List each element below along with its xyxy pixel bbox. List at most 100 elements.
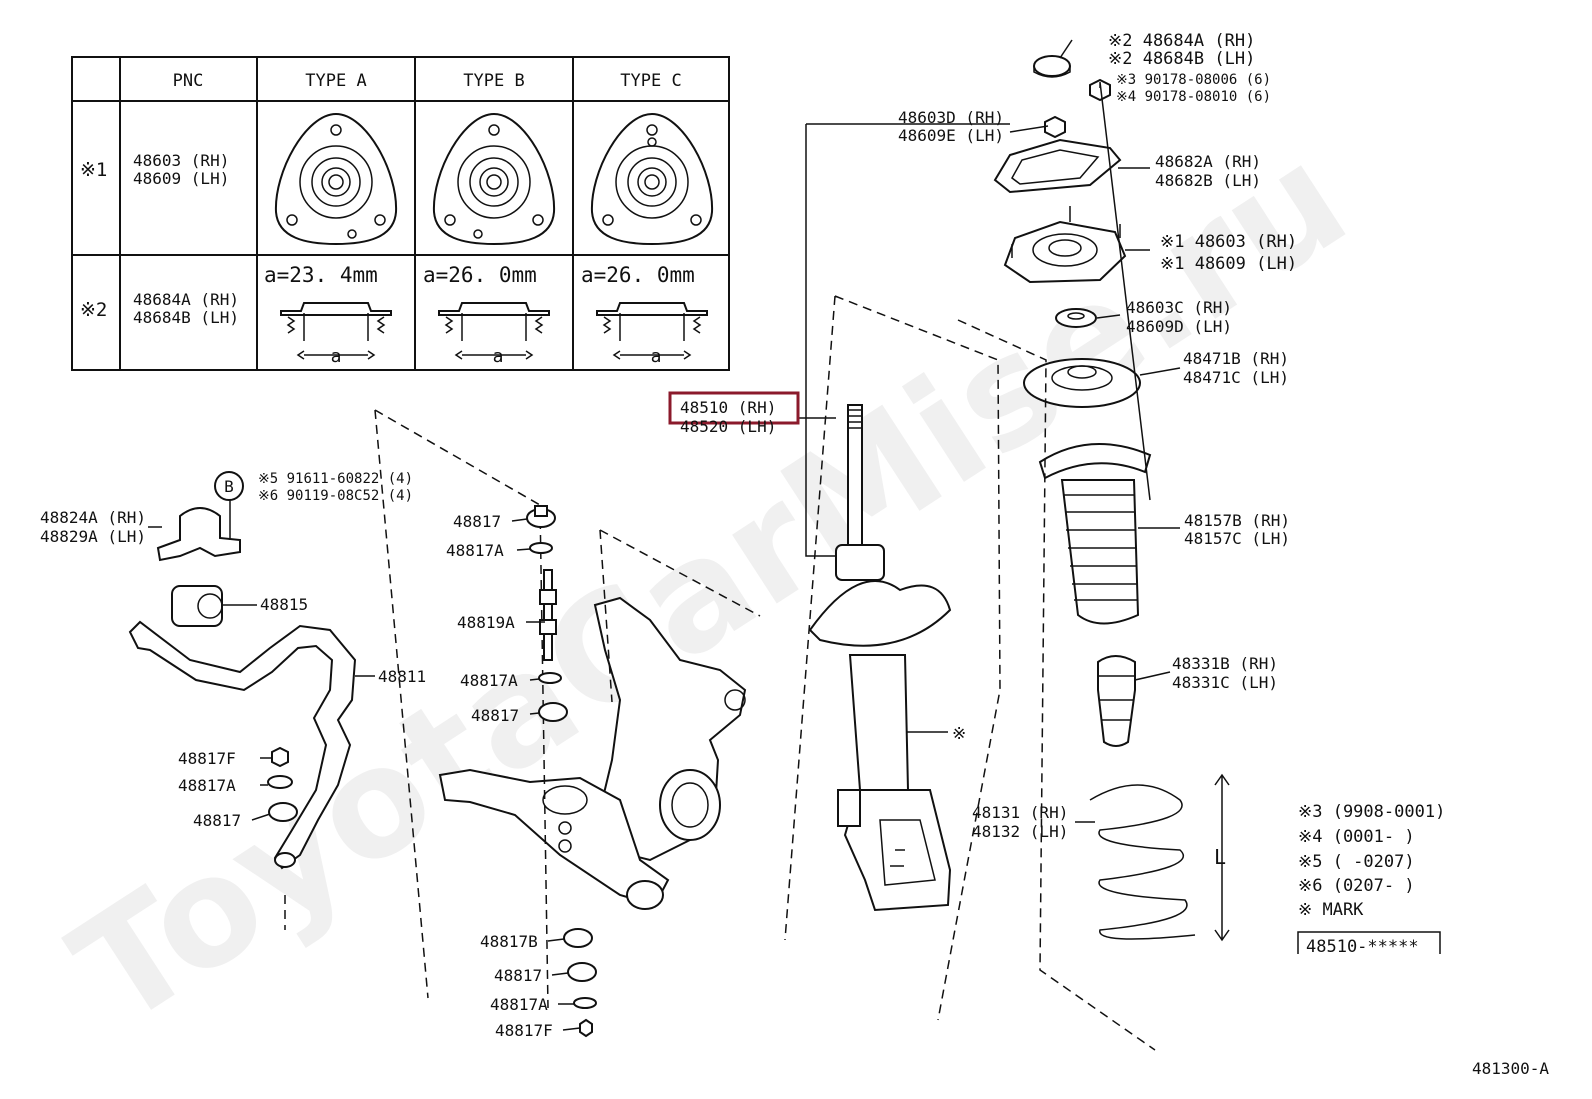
note-5: ※5 ( -0207) <box>1298 852 1415 872</box>
table-cap-section-c <box>596 302 708 360</box>
table-header-type-c: TYPE C <box>620 71 681 91</box>
callout-washer-rh: 48603C (RH) <box>1126 298 1232 317</box>
callout-bolt5: ※5 91611-60822 (4) <box>258 471 413 487</box>
boot-part <box>1038 443 1152 625</box>
callout-seat-rh: 48471B (RH) <box>1183 349 1289 368</box>
strut-dashed-outline <box>784 295 1156 1051</box>
nut-part <box>1089 78 1111 102</box>
callout-mount-d: 48603D (RH) <box>898 108 1004 127</box>
washer-part <box>1055 308 1097 328</box>
callout-mount-e: 48609E (LH) <box>898 126 1004 145</box>
stabilizer-link-part <box>539 569 557 661</box>
table-dim-letter-b: a <box>493 346 504 367</box>
highlight-box <box>668 391 800 425</box>
table-row2-pnc-lh: 48684B (LH) <box>133 308 239 327</box>
circle-b-label: B <box>224 477 234 496</box>
table-header-type-a: TYPE A <box>305 71 366 91</box>
spring-seat-part <box>1023 358 1141 408</box>
callout-strut-rh: 48510 (RH) <box>680 398 776 417</box>
callout-bump-rh: 48331B (RH) <box>1172 654 1278 673</box>
callout-48817f-left: 48817F <box>178 749 236 768</box>
callout-48817-mid: 48817 <box>471 706 519 725</box>
diagram-code: 481300-A <box>1472 1059 1549 1078</box>
callout-48817a-mid: 48817A <box>460 671 518 690</box>
callout-cap-lh: ※2 48684B (LH) <box>1108 49 1255 69</box>
callout-spring-rh: 48131 (RH) <box>972 803 1068 822</box>
nut-lower-part <box>1044 115 1066 139</box>
callout-labels: ※2 48684A (RH) ※2 48684B (LH) ※3 90178-0… <box>40 31 1297 1040</box>
callout-48817-left: 48817 <box>193 811 241 830</box>
knuckle-dashed-outline <box>374 409 761 1009</box>
callout-nut3: ※3 90178-08006 (6) <box>1116 72 1271 88</box>
table-row1-mark: ※1 <box>80 159 107 181</box>
mark-box-text: 48510-***** <box>1306 937 1419 957</box>
table-mount-type-c <box>590 112 714 246</box>
callout-bolt6: ※6 90119-08C52 (4) <box>258 488 413 504</box>
lower-arm-part <box>438 768 670 910</box>
callout-link: 48819A <box>457 613 515 632</box>
hardware-parts <box>267 505 597 1038</box>
table-cap-section-b <box>438 302 550 360</box>
gasket-part <box>993 138 1122 194</box>
callout-48817f-bottom: 48817F <box>495 1021 553 1040</box>
circle-b-icon <box>214 471 244 501</box>
table-row1-pnc-lh: 48609 (LH) <box>133 169 229 188</box>
callout-washer-lh: 48609D (LH) <box>1126 317 1232 336</box>
table-mount-type-a <box>274 112 398 246</box>
callout-bump-lh: 48331C (LH) <box>1172 673 1278 692</box>
callout-gasket-lh: 48682B (LH) <box>1155 171 1261 190</box>
table-dim-letter-a: a <box>331 346 342 367</box>
callout-48817a-bottom: 48817A <box>490 995 548 1014</box>
table-header-type-b: TYPE B <box>463 71 524 91</box>
callout-mark-symbol: ※ <box>952 724 966 744</box>
note-3: ※3 (9908-0001) <box>1298 802 1445 822</box>
table-dim-type-c: a=26. 0mm <box>581 263 695 287</box>
mark-box-frame <box>1297 931 1441 954</box>
table-dim-type-b: a=26. 0mm <box>423 263 537 287</box>
callout-gasket-rh: 48682A (RH) <box>1155 152 1261 171</box>
bracket-part <box>156 507 241 562</box>
callout-strut-lh: 48520 (LH) <box>680 417 776 436</box>
callout-bracket-rh: 48824A (RH) <box>40 508 146 527</box>
bushing-part <box>171 585 223 627</box>
table-cap-section-a <box>280 302 392 360</box>
mount-part <box>1003 206 1127 284</box>
table-dim-type-a: a=23. 4mm <box>264 263 378 287</box>
table-header-pnc: PNC <box>173 71 204 91</box>
callout-48817b: 48817B <box>480 932 538 951</box>
steering-knuckle-part <box>593 596 747 862</box>
table-row2-mark: ※2 <box>80 299 107 321</box>
spring-length-label: L <box>1214 845 1226 869</box>
dust-cap-part <box>1033 55 1071 78</box>
note-mark: ※ MARK <box>1298 900 1364 920</box>
callout-nut4: ※4 90178-08010 (6) <box>1116 89 1271 105</box>
applicability-notes: ※3 (9908-0001) ※4 (0001- ) ※5 ( -0207) ※… <box>1297 802 1445 957</box>
callout-cap-rh: ※2 48684A (RH) <box>1108 31 1255 51</box>
callout-boot-rh: 48157B (RH) <box>1184 511 1290 530</box>
table-row1-pnc-rh: 48603 (RH) <box>133 151 229 170</box>
callout-boot-lh: 48157C (LH) <box>1184 529 1290 548</box>
note-6: ※6 (0207- ) <box>1298 876 1415 896</box>
stabilizer-bar-part <box>128 620 357 870</box>
type-table: PNC TYPE A TYPE B TYPE C ※1 48603 (RH) 4… <box>71 56 730 371</box>
callout-bushing: 48815 <box>260 595 308 614</box>
table-row2-pnc-rh: 48684A (RH) <box>133 290 239 309</box>
callout-48817a-top: 48817A <box>446 541 504 560</box>
table-mount-type-b <box>432 112 556 246</box>
coil-spring-part <box>1089 773 1230 942</box>
note-4: ※4 (0001- ) <box>1298 827 1415 847</box>
strut-part <box>808 404 952 912</box>
bump-stop-part <box>1097 655 1136 747</box>
callout-stabilizer: 48811 <box>378 667 426 686</box>
callout-spring-lh: 48132 (LH) <box>972 822 1068 841</box>
callout-48817-bottom: 48817 <box>494 966 542 985</box>
callout-bracket-lh: 48829A (LH) <box>40 527 146 546</box>
callout-mount-rh: ※1 48603 (RH) <box>1160 232 1297 252</box>
callout-48817a-left: 48817A <box>178 776 236 795</box>
callout-mount-lh: ※1 48609 (LH) <box>1160 254 1297 274</box>
leader-lines <box>148 39 1181 1031</box>
callout-48817-top: 48817 <box>453 512 501 531</box>
table-dim-letter-c: a <box>651 346 662 367</box>
